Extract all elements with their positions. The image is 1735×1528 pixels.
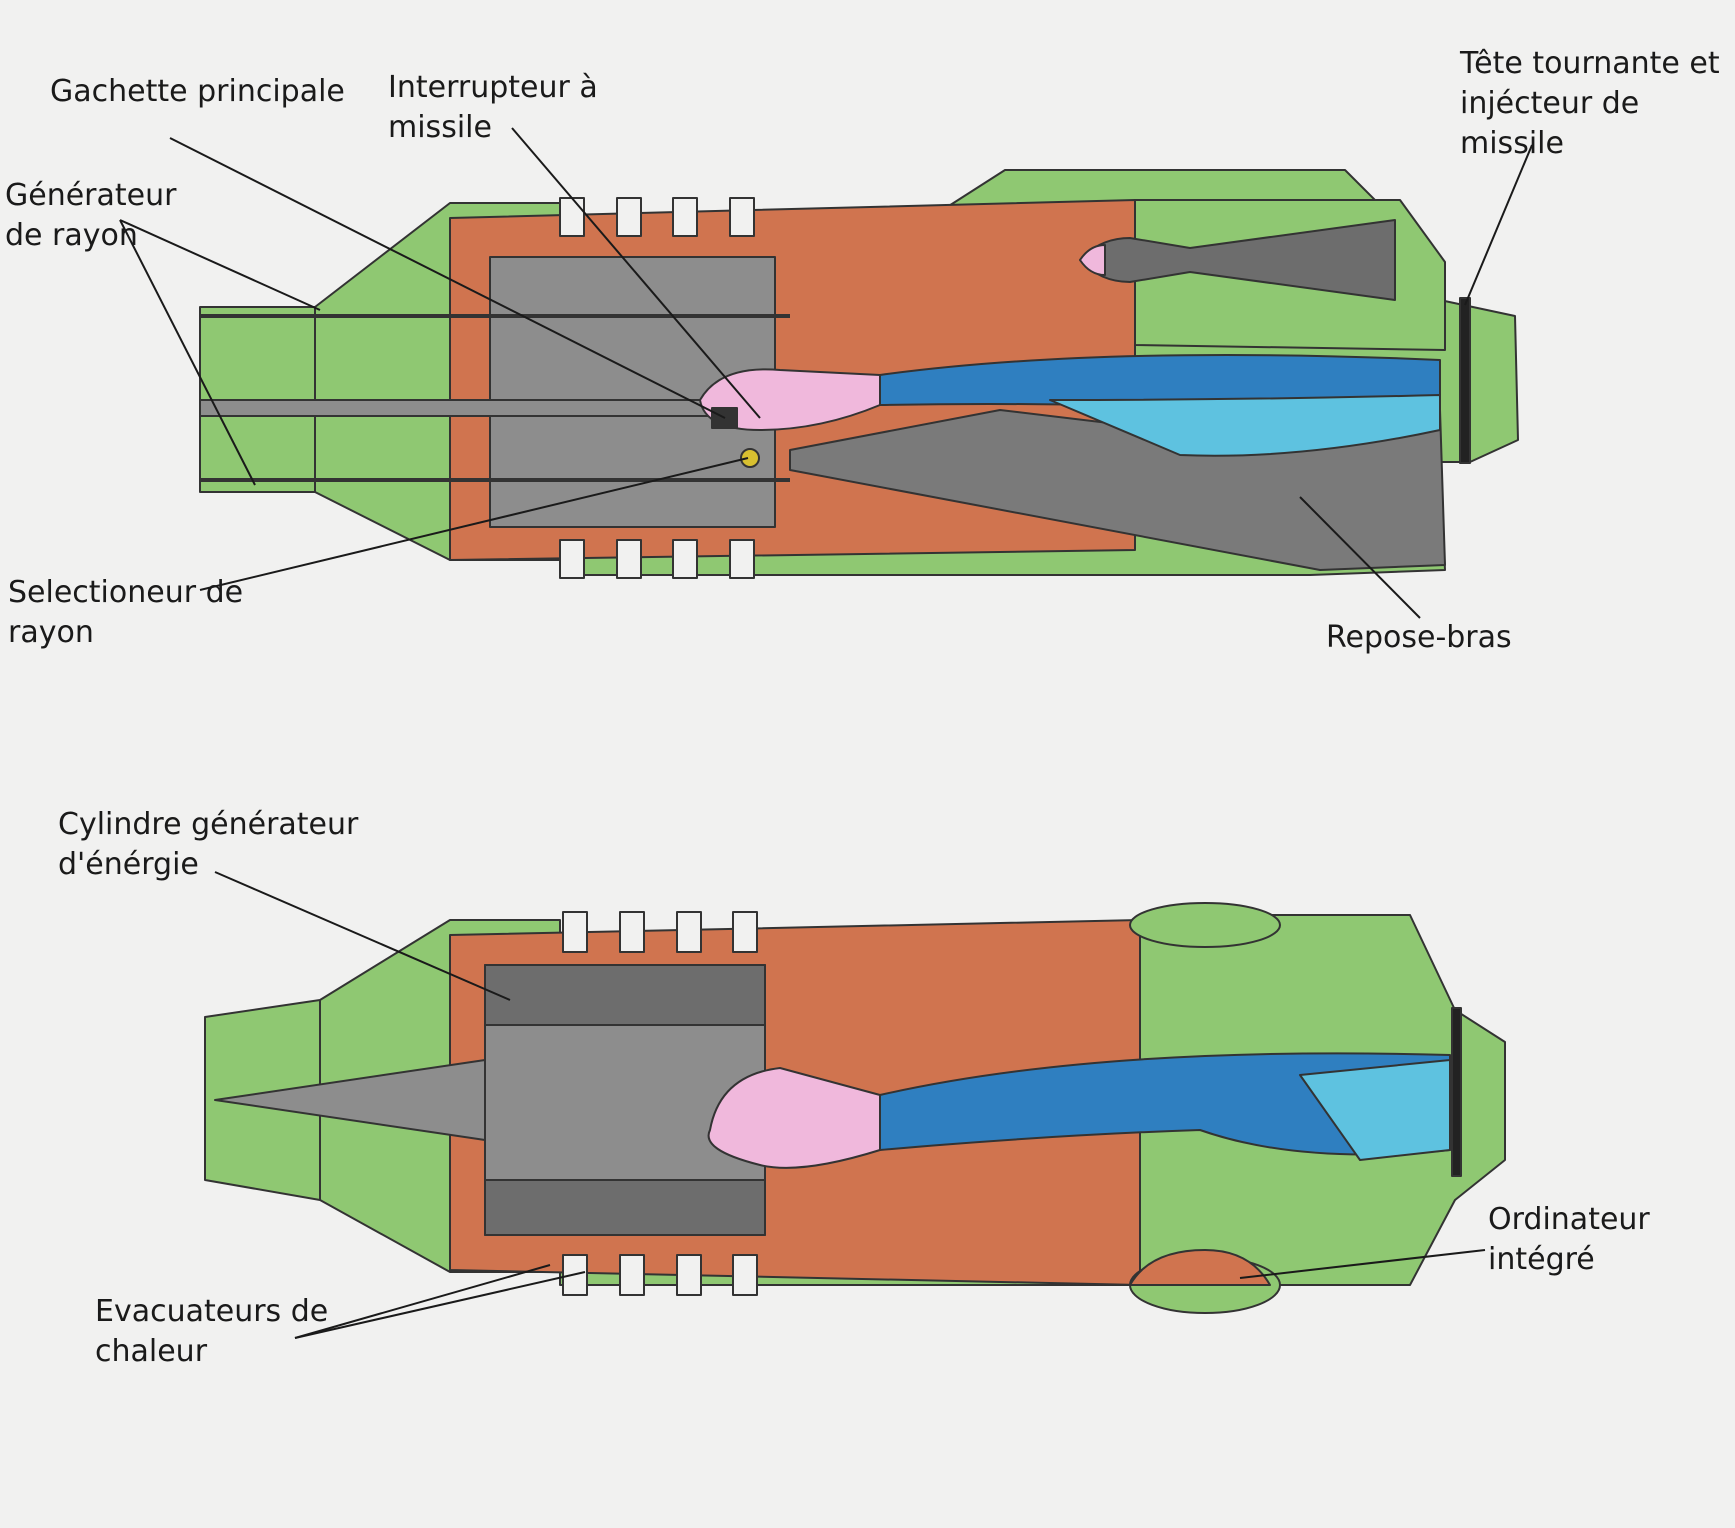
bottom-ray-cone [214,1059,486,1141]
leader-gachette [169,137,726,419]
leader-ordinateur [1239,1249,1486,1279]
bottom-hand [707,1067,881,1169]
leader-evacuateurs-b [294,1271,586,1339]
leader-generateur-a [119,219,321,311]
label-evacuateurs-chaleur: Evacuateurs de chaleur [95,1294,329,1369]
top-heat-vents-upper [559,197,755,237]
leader-interrupteur [511,127,761,419]
bottom-integrated-computer [1129,1249,1271,1286]
bottom-arm-light [1299,1059,1451,1161]
bottom-rotating-head [1451,1007,1462,1177]
bottom-heat-vents-upper [562,911,758,953]
leader-cylindre [214,871,511,1001]
label-ordinateur-integre: Ordinateur intégré [1488,1202,1650,1277]
leader-selectioneur [199,457,749,591]
top-weapon-view [199,169,1519,579]
top-arm-sleeve-light [1049,394,1441,457]
label-cylindre-energie: Cylindre générateur d'énérgie [58,807,359,882]
leader-repose [1299,496,1421,619]
leader-lines [119,127,1533,1339]
bottom-top-pod [1129,902,1281,948]
leader-tete [1464,144,1533,306]
bottom-heat-vents-lower [562,1254,758,1296]
leader-generateur-b [119,219,256,486]
top-rotating-head [1459,297,1471,464]
leader-evacuateurs-a [294,1264,551,1339]
bottom-weapon-view [204,902,1506,1314]
label-selectioneur-rayon: Selectioneur de rayon [8,575,244,650]
label-gachette-principale: Gachette principale [50,74,345,109]
top-ray-selector [740,448,760,468]
top-missile-tip [1079,244,1106,276]
label-repose-bras: Repose-bras [1326,620,1512,655]
label-generateur-rayon: Générateur de rayon [5,178,177,253]
label-tete-tournante: Tête tournante et injécteur de missile [1460,46,1720,161]
label-interrupteur-missile: Interrupteur à missile [388,70,598,145]
top-heat-vents-lower [559,539,755,579]
